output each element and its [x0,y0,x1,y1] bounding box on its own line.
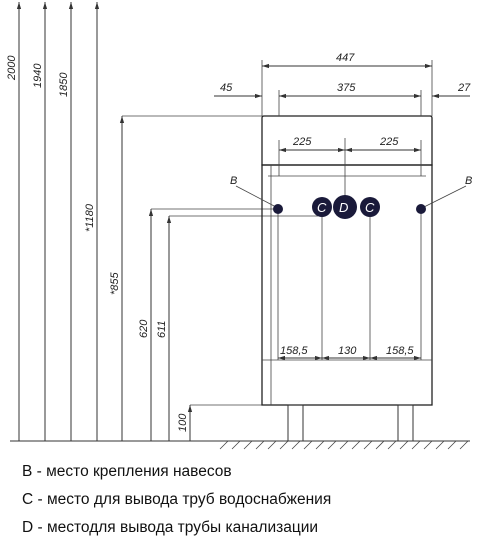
legend-letter-c: C [22,491,34,508]
bottom-dimensions [277,209,422,361]
legend-letter-b: B [22,463,33,480]
svg-text:C: C [317,200,327,215]
legend-text-c: - место для вывода труб водоснабжения [33,491,332,508]
legend-row-d: D - местодля вывода трубы канализации [22,514,331,542]
legend-row-b: B - место крепления навесов [22,458,331,486]
legend-row-c: C - место для вывода труб водоснабжения [22,486,331,514]
cabinet [261,115,433,442]
marker-c-left: C [312,197,332,217]
dim-158-5-left: 158,5 [280,345,308,357]
dim-447: 447 [336,52,355,64]
dim-100: 100 [177,413,189,432]
svg-text:C: C [365,200,375,215]
floor [10,440,470,450]
width-dimensions [214,60,470,200]
dim-130: 130 [338,345,357,357]
legend-text-d: - местодля вывода трубы канализации [33,519,319,536]
svg-text:D: D [339,200,348,215]
label-b-left: B [230,175,237,187]
dim-225-right: 225 [379,136,399,148]
legend-letter-d: D [22,519,34,536]
marker-d-center: D [333,195,357,219]
dim-1940: 1940 [32,63,44,88]
dim-620: 620 [138,319,150,338]
dim-45: 45 [220,82,233,94]
technical-drawing: 2000 1940 1850 *1180 *855 620 611 100 44… [6,2,472,450]
dim-1850: 1850 [58,72,70,97]
marker-b-left [235,185,283,214]
leg-left [287,404,304,442]
legend: B - место крепления навесов C - место дл… [22,458,331,542]
label-b-right: B [465,175,472,187]
dim-611: 611 [156,320,168,338]
dim-225-left: 225 [292,136,312,148]
dim-855: *855 [109,271,121,295]
dim-2000: 2000 [6,55,18,81]
height-dimensions [16,2,318,441]
marker-b-right [416,185,467,214]
dim-158-5-right: 158,5 [386,345,414,357]
cabinet-body [261,164,433,406]
legend-text-b: - место крепления навесов [32,463,232,480]
sink-top [261,115,433,166]
dim-375: 375 [337,82,356,94]
marker-c-right: C [360,197,380,217]
dim-27: 27 [457,82,471,94]
leg-right [397,404,414,442]
dim-1180: *1180 [84,203,96,232]
